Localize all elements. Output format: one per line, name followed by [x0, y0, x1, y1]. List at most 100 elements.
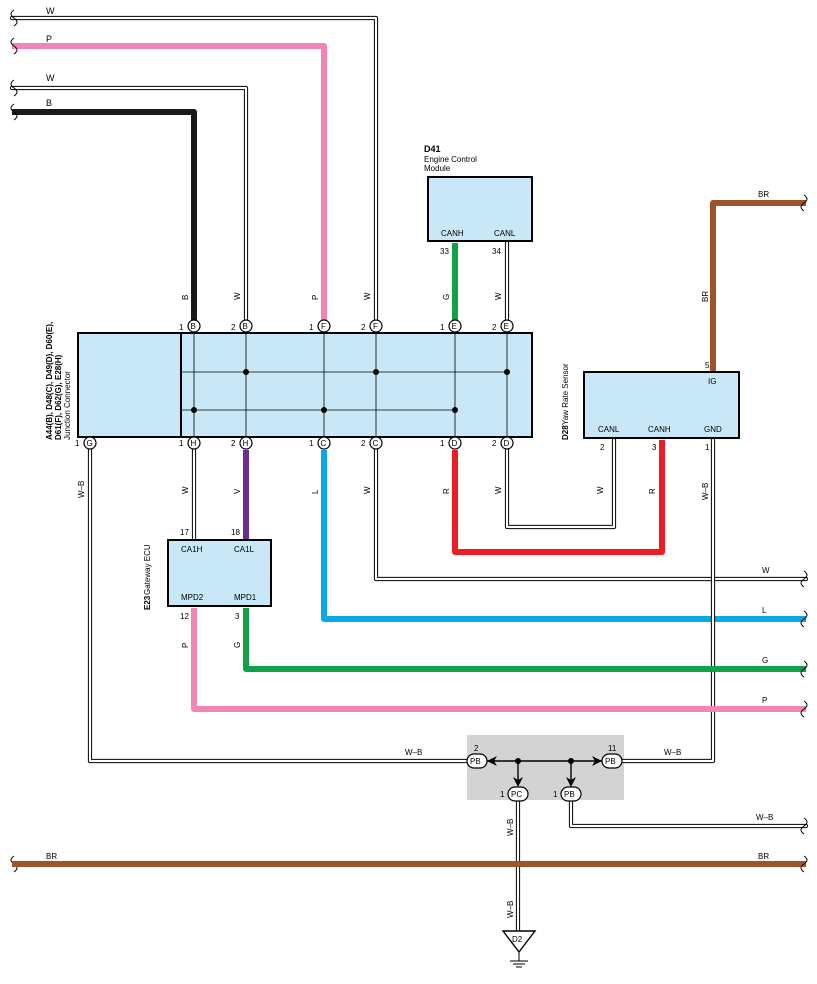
label-w-mid: W: [46, 73, 55, 83]
yaw-wire-canh: R: [648, 488, 657, 494]
svg-text:F: F: [321, 322, 326, 331]
svg-text:1: 1: [500, 790, 505, 799]
splice-pb-right: PB 11: [601, 744, 623, 769]
svg-text:PC: PC: [511, 790, 522, 799]
yaw-canh: CANH: [648, 425, 671, 434]
svg-text:PB: PB: [470, 757, 481, 766]
svg-text:1: 1: [309, 439, 314, 448]
wire-g-gateway: [243, 608, 806, 672]
ecm-canh: CANH: [441, 229, 464, 238]
wire-br-yaw: [710, 200, 806, 372]
splice-pb-left: PB 2: [466, 744, 488, 769]
gateway-pin-ca1h: 17: [180, 528, 189, 537]
svg-text:11: 11: [608, 744, 617, 753]
svg-text:B: B: [191, 322, 196, 331]
ecm-name-2: Module: [424, 164, 451, 173]
ecm-box: [427, 176, 533, 242]
svg-text:W: W: [233, 292, 242, 300]
wire-b-black: [12, 109, 197, 322]
svg-text:R: R: [442, 488, 451, 494]
svg-text:W: W: [181, 486, 190, 494]
wire-wb-yaw-gnd: [619, 437, 716, 764]
gateway-pin-mpd2: 12: [180, 612, 189, 621]
svg-text:L: L: [311, 489, 320, 494]
yaw-pin-ig: 5: [705, 361, 710, 370]
yaw-pin-gnd: 1: [705, 443, 710, 452]
wire-w-top: [9, 15, 379, 329]
gateway-box: [167, 539, 272, 607]
gateway-label: E23 Gateway ECU: [143, 544, 152, 610]
junction-bottom-wire-labels: W–B W V L W R W: [77, 481, 503, 498]
svg-text:W: W: [363, 486, 372, 494]
svg-text:G: G: [442, 294, 451, 300]
svg-text:F: F: [373, 322, 378, 331]
svg-text:P: P: [311, 295, 320, 300]
yaw-pin-canl: 2: [600, 443, 605, 452]
yaw-wire-canl: W: [596, 486, 605, 494]
junction-box: [77, 332, 533, 438]
left-break-marks: [10, 9, 18, 873]
wire-p-top: [12, 43, 327, 322]
wire-w-c2: [373, 445, 809, 582]
svg-text:G: G: [87, 439, 93, 448]
gateway-pin-mpd1: 3: [235, 612, 240, 621]
label-w-top: W: [46, 6, 55, 16]
svg-text:D2: D2: [512, 935, 523, 944]
ground-symbol: D2: [501, 930, 537, 968]
svg-text:2: 2: [231, 439, 236, 448]
label-g-right: G: [762, 656, 768, 665]
gateway-ca1h: CA1H: [181, 545, 203, 554]
label-l-right: L: [762, 606, 767, 615]
wire-r-d1: [452, 440, 665, 555]
svg-text:2: 2: [361, 323, 366, 332]
yaw-canl: CANL: [598, 425, 620, 434]
wire-wb-g1: [87, 445, 471, 764]
svg-text:2: 2: [492, 323, 497, 332]
splice-wire-right: W–B: [664, 748, 681, 757]
svg-text:1: 1: [440, 323, 445, 332]
wire-w-mid: [9, 85, 249, 329]
gateway-mpd1: MPD1: [234, 593, 257, 602]
svg-text:W: W: [363, 292, 372, 300]
svg-text:PB: PB: [605, 757, 616, 766]
svg-text:E: E: [504, 322, 509, 331]
splice-arrow-right: [592, 756, 602, 766]
label-p-right: P: [762, 696, 767, 705]
svg-text:Gateway ECU: Gateway ECU: [143, 544, 152, 595]
splice-arrow-pc: [513, 777, 523, 787]
gateway-pin-ca1l: 18: [231, 528, 240, 537]
splice-wire-pb-out: W–B: [756, 813, 773, 822]
svg-text:E: E: [452, 322, 457, 331]
ecm-code: D41: [424, 144, 441, 154]
junction-label: A44(B), D48(C), D49(D), D60(E), D61(F), …: [45, 322, 72, 440]
junction-internal: [181, 333, 510, 437]
svg-text:1: 1: [179, 323, 184, 332]
svg-text:D: D: [452, 439, 458, 448]
svg-text:V: V: [233, 488, 242, 494]
svg-text:D61(F), D62(G), E28(H): D61(F), D62(G), E28(H): [54, 354, 63, 440]
label-b-mid: B: [46, 98, 52, 108]
splice-pb-bottom: PB 1: [553, 786, 582, 802]
svg-text:2: 2: [474, 744, 479, 753]
splice-area: [467, 735, 624, 800]
yaw-wire-ig: BR: [701, 291, 710, 302]
yaw-gnd: GND: [704, 425, 722, 434]
svg-text:W: W: [494, 292, 503, 300]
splice-arrow-pb: [566, 777, 576, 787]
yaw-box: [583, 371, 740, 439]
wire-p-gateway: [191, 608, 806, 712]
label-br-bottom-right: BR: [758, 852, 769, 861]
svg-text:Junction Connector: Junction Connector: [63, 371, 72, 440]
label-p-top: P: [46, 34, 52, 44]
junction-top-wire-labels: B W P W G W: [181, 292, 503, 300]
svg-text:E23: E23: [143, 595, 152, 610]
svg-text:PB: PB: [564, 790, 575, 799]
splice-wire-pc-2: W–B: [506, 901, 515, 918]
svg-text:1: 1: [309, 323, 314, 332]
svg-text:B: B: [181, 295, 190, 300]
splice-wire-pc-1: W–B: [506, 819, 515, 836]
splice-pc: PC 1: [500, 786, 529, 802]
ecm-canl: CANL: [494, 229, 516, 238]
wire-wb-pb-out: [568, 797, 809, 829]
svg-text:1: 1: [179, 439, 184, 448]
